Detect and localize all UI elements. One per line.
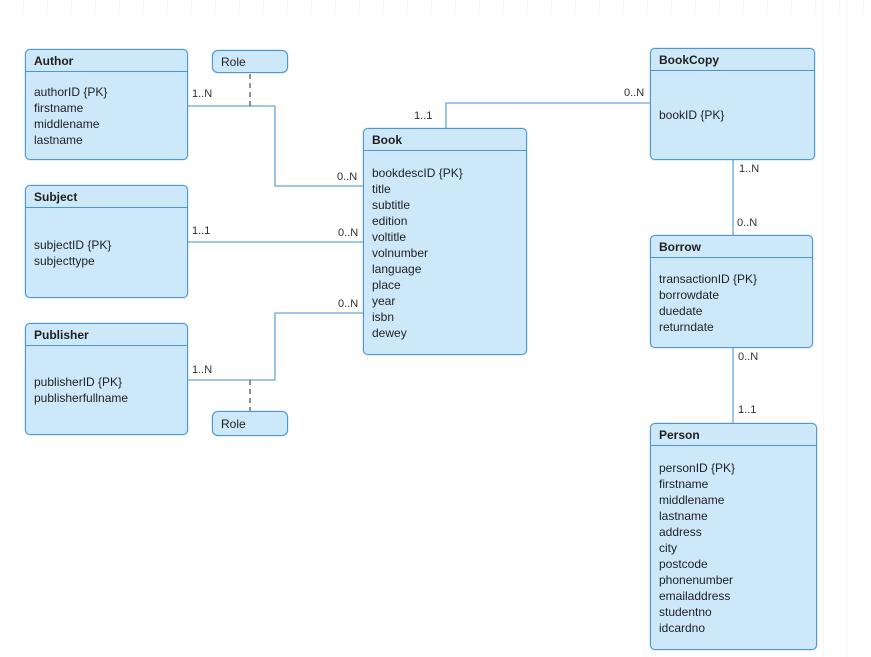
entity-title-person: Person [651, 424, 816, 446]
cardinality-label-author-book-from_card: 1..N [192, 88, 213, 100]
entity-attribute: year [372, 293, 396, 308]
entity-attribute: borrowdate [659, 287, 720, 302]
cardinality-label-borrow-person-from_card: 0..N [738, 351, 759, 363]
entity-attribute: subjectID {PK} [34, 237, 112, 252]
cardinality-label-subject-book-from_card: 1..1 [192, 225, 211, 237]
cardinality-label-book-bookcopy-from_card: 1..1 [414, 110, 433, 122]
entity-attribute: bookID {PK} [659, 108, 725, 122]
entity-attribute: city [659, 540, 677, 555]
cardinality-label-bookcopy-borrow-from_card: 1..N [739, 163, 760, 175]
entity-attribute: idcardno [659, 620, 706, 635]
entity-role-bottom[interactable]: Role [212, 411, 288, 436]
entity-attribute: title [372, 181, 391, 196]
entity-attribute: language [372, 261, 422, 276]
entity-title-borrow: Borrow [651, 236, 812, 258]
entity-attribute: isbn [372, 309, 395, 324]
entity-bookcopy[interactable]: BookCopy bookID {PK} [650, 48, 815, 160]
cardinality-label-author-book-to_card: 0..N [337, 171, 358, 183]
connector-book-bookcopy[interactable] [445, 102, 650, 128]
entity-attribute: edition [372, 213, 408, 228]
entity-attribute: studentno [659, 604, 712, 619]
cardinality-label-borrow-person-to_card: 1..1 [738, 404, 757, 416]
entity-attribute: emailaddress [659, 588, 731, 603]
cardinality-label-bookcopy-borrow-to_card: 0..N [737, 217, 758, 229]
entity-attribute: postcode [659, 556, 708, 571]
entity-attribute: voltitle [372, 229, 407, 244]
entity-publisher[interactable]: Publisher publisherID {PK} publisherfullna… [25, 323, 188, 435]
connector-author-book[interactable] [188, 105, 363, 187]
entity-attribute: middlename [659, 492, 725, 507]
entity-title-book: Book [364, 129, 526, 151]
entity-attributes-publisher: publisherID {PK} publisherfullname [26, 346, 187, 434]
entity-title-role-bottom: Role [221, 416, 246, 431]
entity-title-publisher: Publisher [26, 324, 187, 346]
entity-attribute: firstname [659, 476, 709, 491]
entity-attribute: bookdescID {PK} [372, 165, 463, 180]
entity-attribute: publisherID {PK} [34, 375, 123, 389]
entity-attribute: place [372, 277, 401, 292]
entity-attribute: returndate [659, 319, 714, 334]
entity-attribute: personID {PK} [659, 460, 736, 475]
entity-attribute: subtitle [372, 197, 411, 212]
entity-attribute: dewey [372, 325, 407, 340]
entity-title-bookcopy: BookCopy [651, 49, 814, 71]
entity-attribute: phonenumber [659, 572, 734, 587]
entity-attribute: lastname [34, 132, 83, 147]
entity-attribute: lastname [659, 508, 708, 523]
entity-title-author: Author [26, 50, 187, 72]
entity-attribute: subjecttype [34, 253, 95, 268]
entity-attribute: firstname [34, 100, 84, 115]
entity-attribute: publisherfullname [34, 391, 129, 405]
entity-attributes-bookcopy: bookID {PK} [651, 71, 814, 159]
entity-attribute: volnumber [372, 245, 429, 260]
entity-attribute: duedate [659, 303, 703, 318]
cardinality-label-publisher-book-from_card: 1..N [192, 364, 213, 376]
entity-role-top[interactable]: Role [212, 50, 288, 73]
connector-publisher-book[interactable] [188, 312, 363, 381]
entity-attribute: address [659, 524, 702, 539]
entity-attribute: middlename [34, 116, 100, 131]
entity-attribute: authorID {PK} [34, 84, 108, 99]
cardinality-label-subject-book-to_card: 0..N [338, 227, 359, 239]
entity-attributes-subject: subjectID {PK}subjecttype [26, 208, 187, 297]
entity-attribute: transactionID {PK} [659, 271, 758, 286]
entity-title-role-top: Role [221, 54, 246, 69]
cardinality-label-book-bookcopy-to_card: 0..N [624, 87, 645, 99]
cardinality-label-publisher-book-to_card: 0..N [338, 298, 359, 310]
entity-title-subject: Subject [26, 186, 187, 208]
